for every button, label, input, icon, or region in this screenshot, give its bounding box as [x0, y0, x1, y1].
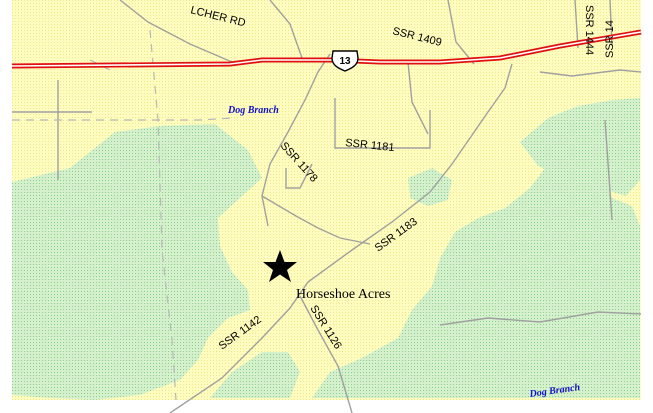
place-label-horseshoe-acres[interactable]: Horseshoe Acres: [296, 287, 390, 302]
map-border-right: [641, 0, 653, 413]
map-border-bottom: [0, 400, 653, 413]
road-north-center: [269, 0, 303, 59]
forest-area-south: [210, 352, 300, 398]
road-east-branch: [539, 69, 642, 77]
forest-area-northeast: [520, 98, 640, 196]
road-ssr-1126: [299, 295, 353, 413]
road-south-east: [439, 311, 642, 326]
forest-area-southeast: [312, 150, 640, 398]
highway-13: [11, 29, 642, 69]
road-ssr-1409-spur: [407, 61, 429, 135]
label-ssr-14: SSR 14: [604, 20, 616, 58]
road-ssr-1142: [169, 281, 309, 413]
road-ssr-1183: [307, 63, 513, 283]
route-number: 13: [339, 56, 351, 67]
map-border-left: [0, 0, 12, 413]
star-marker-icon[interactable]: [263, 250, 297, 282]
road-ssr-1181: [334, 98, 431, 149]
label-dog-branch-north: Dog Branch: [227, 105, 279, 116]
road-belcher: [119, 0, 233, 63]
forest-area-west: [12, 124, 262, 400]
us-route-shield-icon: 13: [331, 50, 359, 72]
label-ssr-1181: SSR 1181: [345, 137, 395, 154]
minor-roads: [12, 0, 642, 413]
road-north-east-b: [574, 0, 579, 49]
road-east-vertical: [604, 119, 613, 221]
road-loop: [285, 163, 313, 189]
road-center-link-2: [261, 195, 319, 229]
road-north-east-a: [447, 0, 475, 65]
dashed-roads: [12, 29, 233, 401]
label-ssr-1444: SSR 1444: [583, 5, 595, 55]
road-center-link: [317, 227, 371, 245]
